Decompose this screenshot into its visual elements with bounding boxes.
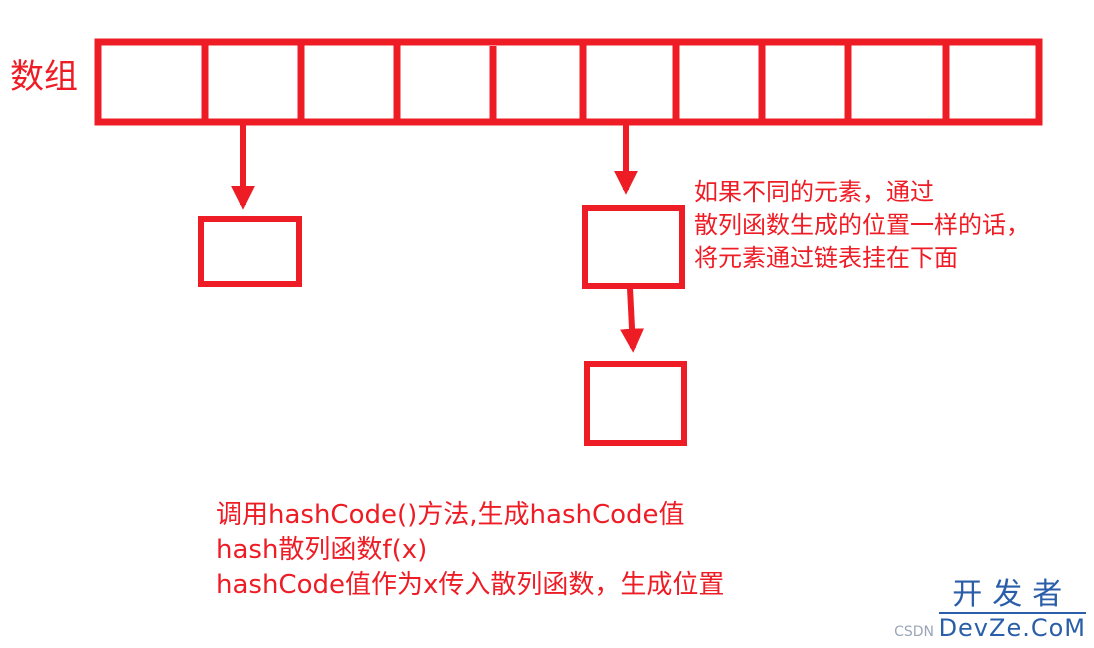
collision-note-line: 散列函数生成的位置一样的话， — [694, 211, 1030, 239]
hash-note-line: hashCode值作为x传入散列函数，生成位置 — [216, 570, 725, 600]
collision-note-line: 将元素通过链表挂在下面 — [694, 244, 958, 272]
linked-node-b — [582, 205, 685, 289]
linked-node-c — [584, 361, 687, 446]
hash-note: 调用hashCode()方法,生成hashCode值 hash散列函数f(x) … — [216, 498, 724, 603]
array-label: 数组 — [10, 57, 78, 97]
linked-node-a — [198, 216, 302, 287]
hash-note-line: 调用hashCode()方法,生成hashCode值 — [216, 500, 685, 530]
watermark-cn: 开发者 — [938, 578, 1086, 614]
hash-note-line: hash散列函数f(x) — [216, 535, 428, 565]
csdn-watermark: CSDN — [894, 624, 934, 640]
watermark-en: DevZe.CoM — [938, 614, 1086, 642]
site-watermark: 开发者 DevZe.CoM — [938, 578, 1086, 642]
arrow-node-b-to-node-c — [620, 287, 645, 353]
collision-note: 如果不同的元素，通过 散列函数生成的位置一样的话， 将元素通过链表挂在下面 — [694, 176, 1030, 275]
array-slot-dividers — [201, 42, 950, 122]
array-box — [94, 38, 1043, 126]
collision-note-line: 如果不同的元素，通过 — [694, 178, 934, 206]
